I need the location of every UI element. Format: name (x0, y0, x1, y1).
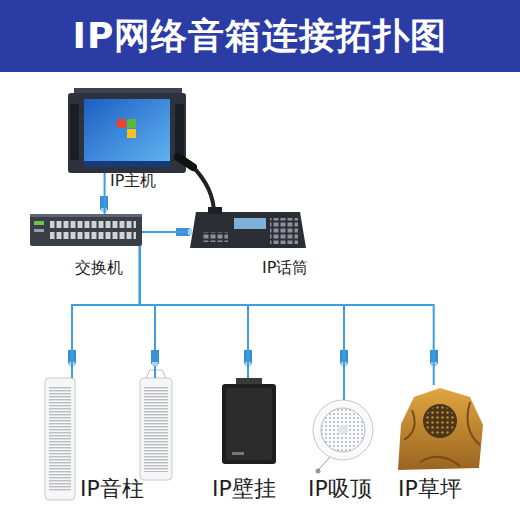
paging-microphone (178, 157, 306, 248)
device-node: IP话筒 (188, 156, 306, 248)
device-label: IP壁挂 (212, 476, 276, 502)
ceiling-speaker (313, 400, 373, 474)
device-label: IP话筒 (262, 258, 308, 277)
network-cable (72, 246, 140, 378)
device-node: IP主机 (68, 93, 186, 173)
device-node: IP草坪 (395, 385, 483, 470)
device-node: 交换机 (30, 214, 142, 246)
host-computer (68, 88, 186, 173)
network-cable (140, 246, 434, 385)
network-switch (30, 214, 142, 246)
device-label: IP主机 (110, 171, 156, 190)
device-label: IP音柱 (80, 476, 144, 502)
network-cable (142, 231, 188, 233)
device-label: IP吸顶 (308, 476, 372, 502)
diagram-title: IP网络音箱连接拓扑图 (0, 0, 520, 72)
wall-speaker (222, 378, 276, 464)
network-cable (140, 246, 344, 400)
device-node: IP音柱 (40, 378, 176, 500)
device-label: IP草坪 (398, 476, 462, 502)
device-label: 交换机 (75, 258, 123, 277)
lawn-speaker (398, 388, 483, 470)
device-node: IP吸顶 (312, 400, 376, 462)
network-cable (104, 173, 106, 214)
bus-drop-wire (154, 305, 156, 378)
device-node: IP壁挂 (218, 378, 278, 466)
network-cable (140, 246, 248, 378)
title-banner: IP网络音箱连接拓扑图 (0, 0, 520, 72)
rj45-plug (68, 196, 438, 366)
